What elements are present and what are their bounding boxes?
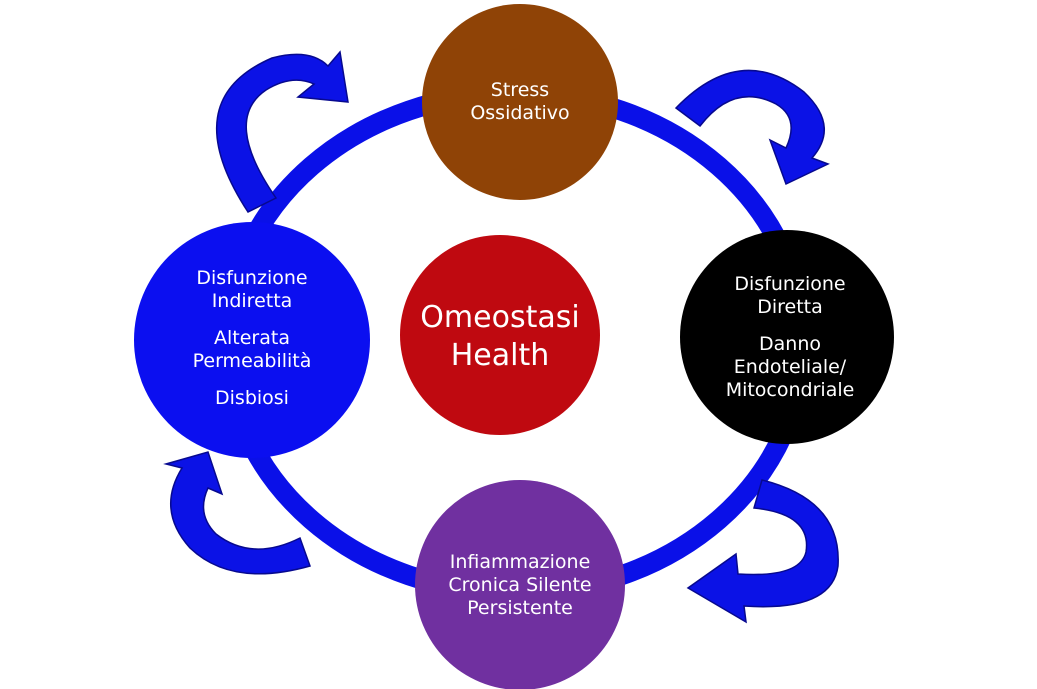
arrow-bottom-right — [686, 479, 839, 624]
node-disfunzione-diretta — [680, 230, 894, 444]
node-disfunzione-indiretta — [134, 222, 370, 458]
node-stress-ossidativo — [422, 4, 618, 200]
arrow-top-right — [674, 69, 830, 186]
node-infiammazione — [415, 480, 625, 689]
node-omeostasi-health — [400, 235, 600, 435]
arrow-bottom-left — [163, 451, 311, 575]
arrow-top-left — [216, 50, 349, 213]
